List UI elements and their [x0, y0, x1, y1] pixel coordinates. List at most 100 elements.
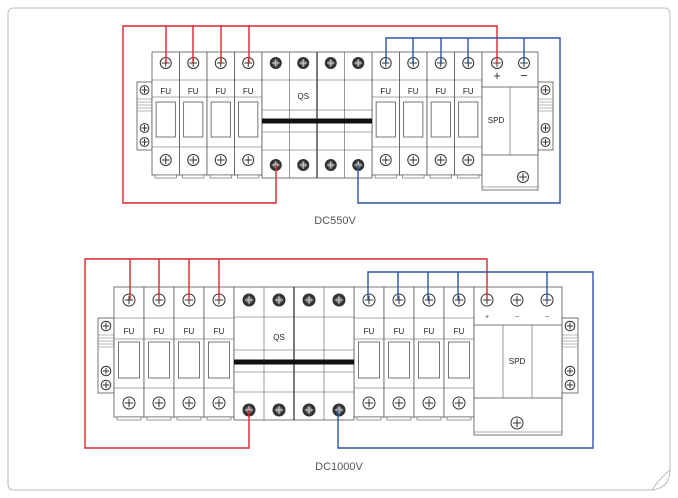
screw-cross	[454, 398, 464, 408]
fuse-bottom-terminal	[422, 396, 436, 410]
fuse-holder-left-1: FU	[151, 51, 180, 179]
switch-handle-bar	[234, 359, 354, 365]
spd-module	[473, 324, 563, 399]
screw-cross	[141, 86, 148, 94]
fuse-foot	[154, 174, 177, 179]
fuse-bottom-terminal	[242, 154, 255, 166]
screw-cross	[364, 398, 374, 408]
screw-cross	[326, 59, 335, 67]
fuse-label: FU	[243, 87, 254, 96]
fuse-bottom-terminal	[187, 154, 200, 166]
screw-cross	[566, 381, 574, 389]
fuse-top-terminal	[122, 293, 136, 307]
spd-polarity-mark: −	[515, 314, 519, 321]
screw-cross	[364, 295, 374, 305]
screw-cross	[299, 161, 308, 169]
rail-screw	[139, 123, 150, 133]
spd-polarity-mark: +	[485, 314, 489, 321]
switch-bottom-terminal	[324, 159, 337, 171]
fuse-bottom-terminal	[212, 396, 226, 410]
fuse-label: FU	[394, 327, 405, 336]
fuse-label: FU	[124, 327, 135, 336]
fuse-foot	[237, 174, 260, 179]
switch-top-terminal	[324, 57, 337, 69]
fuse-foot	[457, 174, 480, 179]
screw-cross	[519, 173, 527, 181]
screw-cross	[394, 295, 404, 305]
fuse-foot	[146, 416, 172, 421]
screw-cross	[154, 398, 164, 408]
fuse-window	[208, 341, 230, 379]
diagram-caption: DC1000V	[315, 461, 363, 473]
fuse-window	[178, 341, 200, 379]
rail-screw	[139, 85, 150, 95]
screw-cross	[512, 295, 522, 305]
rail-screw	[540, 137, 551, 147]
screw-cross	[102, 381, 110, 389]
negative-wire	[337, 271, 594, 449]
fuse-foot	[374, 174, 397, 179]
din-rail-left	[97, 317, 115, 394]
screw-cross	[512, 418, 522, 428]
fuse-window	[118, 341, 140, 379]
screw-cross	[299, 59, 308, 67]
screw-cross	[216, 156, 225, 164]
switch-top-terminal	[352, 57, 365, 69]
fuse-foot	[116, 416, 142, 421]
screw-cross	[334, 295, 344, 305]
fuse-holder-left-2: FU	[179, 51, 208, 179]
fuse-holder-right-3: FU	[426, 51, 455, 179]
fuse-holder-right-1: FU	[371, 51, 400, 179]
fuse-top-terminal	[362, 293, 376, 307]
screw-cross	[334, 405, 344, 415]
fuse-holder-right-2: FU	[399, 51, 428, 179]
fuse-window	[375, 101, 396, 138]
fuse-foot	[209, 174, 232, 179]
screw-cross	[102, 322, 110, 330]
rail-screw	[540, 85, 551, 95]
fuse-top-terminal	[392, 293, 406, 307]
fuse-bottom-terminal	[159, 154, 172, 166]
fuse-foot	[356, 416, 382, 421]
dc-isolator-switch-qs: QS	[261, 51, 373, 179]
positive-wire	[122, 25, 498, 204]
fuse-holder-left-1: FU	[113, 286, 145, 421]
screw-cross	[436, 156, 445, 164]
din-rail-right	[537, 81, 554, 151]
screw-cross	[214, 398, 224, 408]
switch-label: QS	[297, 92, 309, 101]
spd-polarity-mark: +	[493, 68, 501, 83]
fuse-window	[148, 341, 170, 379]
fuse-holder-left-4: FU	[203, 286, 235, 421]
fuse-window	[183, 101, 204, 138]
fuse-label: FU	[435, 87, 446, 96]
fuse-label: FU	[380, 87, 391, 96]
fuse-window	[418, 341, 440, 379]
screw-cross	[244, 295, 254, 305]
switch-bottom-terminal	[297, 159, 310, 171]
fuse-foot	[386, 416, 412, 421]
screw-cross	[542, 124, 549, 132]
screw-cross	[189, 156, 198, 164]
fuse-label: FU	[160, 87, 171, 96]
switch-top-terminal	[242, 293, 256, 307]
rail-screw	[100, 379, 112, 391]
screw-cross	[424, 295, 434, 305]
screw-cross	[271, 59, 280, 67]
spd-ground-terminal	[510, 416, 524, 430]
spd-terminal	[510, 293, 524, 307]
fuse-label: FU	[463, 87, 474, 96]
fuse-window	[448, 341, 470, 379]
fuse-bottom-terminal	[214, 154, 227, 166]
fuse-label: FU	[214, 327, 225, 336]
fuse-holder-left-4: FU	[234, 51, 263, 179]
fuse-holder-left-3: FU	[173, 286, 205, 421]
fuse-window	[238, 101, 259, 138]
switch-bottom-terminal	[302, 403, 316, 417]
fuse-holder-right-2: FU	[383, 286, 415, 421]
switch-top-terminal	[272, 293, 286, 307]
switch-bottom-terminal	[272, 403, 286, 417]
screw-cross	[141, 124, 148, 132]
